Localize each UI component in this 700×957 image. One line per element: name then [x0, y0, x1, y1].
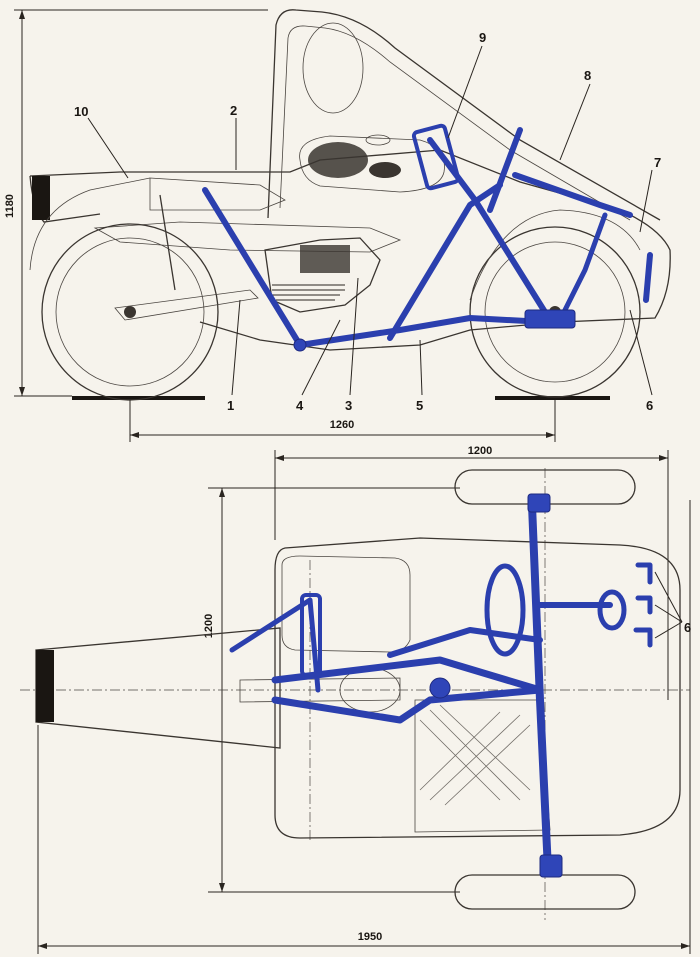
seat-mount	[300, 593, 322, 677]
steering-wheel-side	[487, 127, 523, 213]
swingarm-housing	[93, 221, 402, 253]
tank-badge	[308, 142, 368, 178]
engine-cylinder	[300, 245, 350, 273]
callout-6: 6	[646, 398, 653, 413]
steering-box	[411, 123, 461, 191]
pedals-top	[633, 562, 653, 648]
callout-4: 4	[296, 398, 304, 413]
callout-3: 3	[345, 398, 352, 413]
pedal-link	[557, 212, 608, 323]
callout-6-top: 6	[684, 620, 691, 635]
rear-wheel-rim	[55, 237, 205, 387]
rear-shock	[159, 194, 176, 291]
engine-block	[264, 237, 381, 313]
length-dim: 1950	[358, 931, 382, 943]
rear-brace	[229, 597, 321, 693]
frame-node	[293, 338, 307, 352]
seat-top	[281, 555, 411, 653]
rear-fender	[29, 177, 151, 271]
floor-panel	[414, 699, 551, 833]
swingarm-top	[239, 677, 401, 703]
front-wheel-tyre	[469, 226, 641, 398]
frame-brace	[387, 627, 543, 658]
fuel-tank	[299, 135, 445, 193]
rear-seat	[149, 177, 286, 211]
frame-hub	[429, 677, 451, 699]
pedal	[643, 252, 653, 303]
lower-kingpin	[539, 854, 563, 878]
canopy-inner	[279, 25, 631, 221]
width-dim: 1200	[203, 614, 215, 638]
body-shell	[29, 149, 671, 351]
tank-emblem	[369, 162, 401, 178]
tail-cone-top	[35, 627, 281, 749]
upper-kingpin	[527, 493, 551, 513]
rear-hub	[124, 306, 136, 318]
front-mount	[524, 309, 576, 329]
fuel-cap	[365, 134, 391, 146]
height-dim: 1180	[4, 194, 16, 218]
frame-diagonal	[387, 182, 503, 341]
side-frame	[202, 123, 653, 352]
canopy-outer	[267, 9, 661, 221]
tail-light	[32, 176, 50, 220]
side-view: 1 2 3 4 5 6 7 8 9 10 1180 1260	[4, 9, 671, 442]
frame-lower-rail	[271, 686, 544, 724]
top-view: 1200 1200 1950	[20, 445, 691, 954]
tail-light-top	[36, 650, 54, 722]
callout-7: 7	[654, 155, 661, 170]
front-wheel-rim	[484, 241, 626, 383]
track-dim: 1200	[468, 445, 492, 457]
front-fairing-arch	[469, 209, 641, 301]
frame-lower-tube	[202, 187, 548, 348]
callout-2: 2	[230, 103, 237, 118]
body-top	[274, 537, 681, 839]
callout-5: 5	[416, 398, 423, 413]
steering-knob	[597, 589, 627, 631]
frame-upper-rail	[271, 656, 544, 694]
front-axle-beam	[528, 501, 552, 874]
callout-8: 8	[584, 68, 591, 83]
canopy-reflection	[302, 22, 364, 114]
callout-1: 1	[227, 398, 234, 413]
steering-wheel-top	[484, 563, 526, 657]
callout-9: 9	[479, 30, 486, 45]
wheelbase-dim: 1260	[330, 419, 354, 431]
rear-swingarm	[114, 289, 259, 321]
callout-10: 10	[74, 104, 88, 119]
top-frame	[229, 493, 653, 878]
frame-steering-column	[427, 137, 553, 323]
frame-top-bar	[512, 172, 633, 218]
